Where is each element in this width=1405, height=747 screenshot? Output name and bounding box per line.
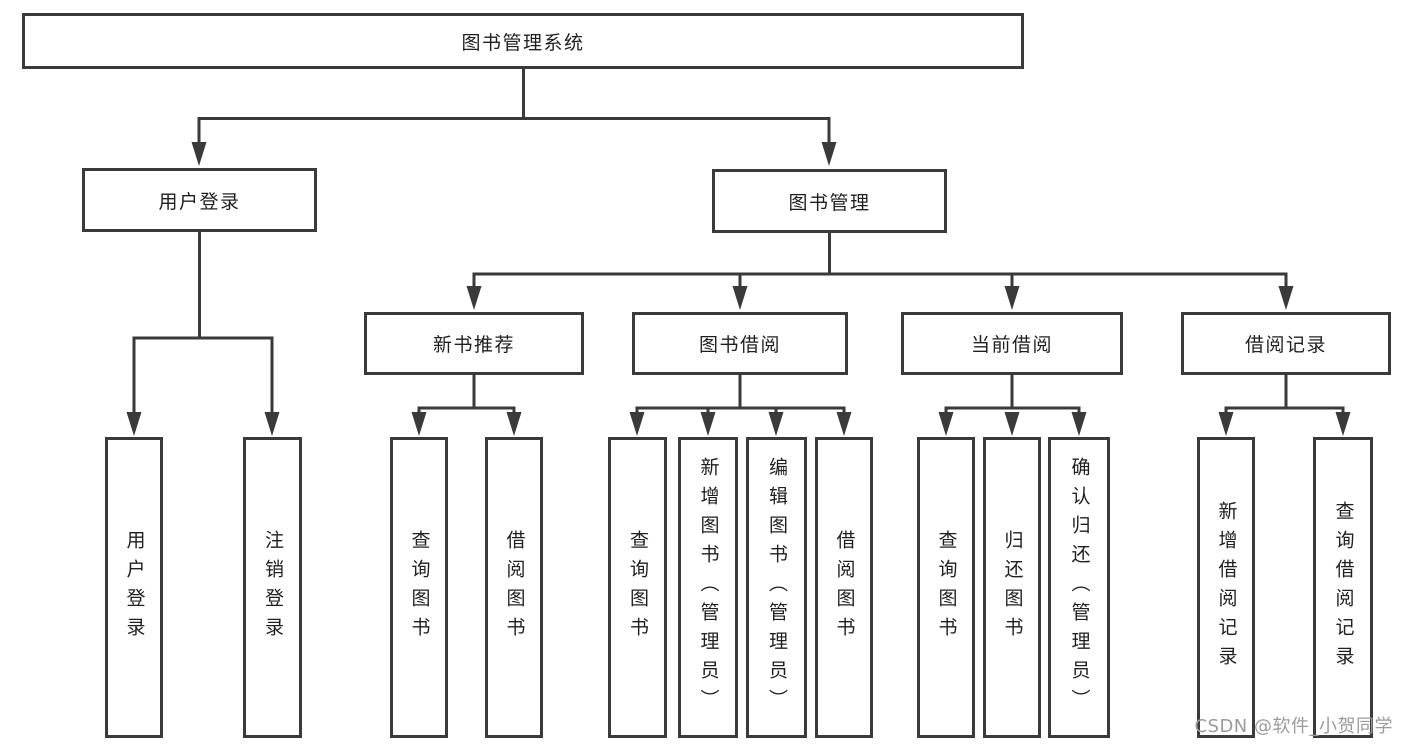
leaf-borrow-books: 借阅图书 [815, 437, 873, 738]
leaf-user-login-label: 用户登录 [123, 529, 146, 646]
leaf-query-books-current: 查询图书 [917, 437, 975, 738]
leaf-query-books-borrow: 查询图书 [608, 437, 667, 738]
leaf-edit-book-admin-label: 编辑图书（管理员） [766, 457, 788, 718]
node-book-borrow: 图书借阅 [632, 312, 848, 375]
leaf-borrow-books-recommend: 借阅图书 [485, 437, 543, 738]
leaf-add-book-admin-label: 新增图书（管理员） [697, 457, 720, 718]
leaf-query-borrow-record: 查询借阅记录 [1313, 437, 1373, 738]
leaf-confirm-return-admin-label: 确认归还（管理员） [1068, 457, 1091, 718]
node-root-system-label: 图书管理系统 [461, 31, 585, 54]
node-current-borrow-label: 当前借阅 [970, 334, 1053, 356]
leaf-user-login: 用户登录 [105, 437, 163, 738]
leaf-add-borrow-record: 新增借阅记录 [1197, 437, 1255, 738]
node-book-management: 图书管理 [712, 169, 947, 233]
node-root-system: 图书管理系统 [22, 13, 1024, 69]
leaf-return-books: 归还图书 [983, 437, 1041, 738]
leaf-query-books-borrow-label: 查询图书 [627, 529, 649, 646]
node-new-book-recommend-label: 新书推荐 [432, 334, 515, 356]
node-borrow-records: 借阅记录 [1181, 312, 1391, 375]
watermark: CSDN @软件_小贺同学 [1194, 716, 1393, 737]
leaf-borrow-books-label: 借阅图书 [833, 529, 856, 646]
leaf-borrow-books-recommend-label: 借阅图书 [503, 529, 526, 646]
arrowheads [126, 142, 1351, 436]
node-current-borrow: 当前借阅 [901, 312, 1123, 375]
node-user-login: 用户登录 [82, 168, 317, 232]
leaf-query-books-current-label: 查询图书 [935, 529, 958, 646]
leaf-logout: 注销登录 [243, 437, 302, 738]
leaf-query-books-recommend-label: 查询图书 [408, 529, 431, 646]
leaf-logout-label: 注销登录 [262, 529, 284, 646]
leaf-confirm-return-admin: 确认归还（管理员） [1048, 437, 1110, 738]
leaf-query-borrow-record-label: 查询借阅记录 [1332, 500, 1355, 675]
leaf-query-books-recommend: 查询图书 [390, 437, 448, 738]
node-new-book-recommend: 新书推荐 [364, 312, 584, 375]
node-borrow-records-label: 借阅记录 [1244, 334, 1327, 356]
leaf-edit-book-admin: 编辑图书（管理员） [746, 437, 807, 738]
leaf-return-books-label: 归还图书 [1001, 529, 1024, 646]
node-user-login-label: 用户登录 [158, 190, 241, 213]
node-book-borrow-label: 图书借阅 [698, 334, 781, 356]
leaf-add-book-admin: 新增图书（管理员） [678, 437, 738, 738]
node-book-management-label: 图书管理 [788, 191, 871, 214]
leaf-add-borrow-record-label: 新增借阅记录 [1215, 500, 1238, 675]
